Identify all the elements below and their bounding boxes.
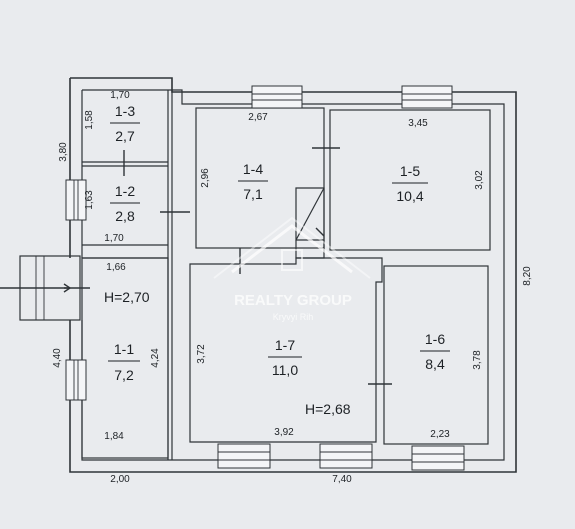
room-id-1-2: 1-2	[115, 183, 135, 199]
room-id-1-5: 1-5	[400, 163, 420, 179]
room-area-1-1: 7,2	[114, 367, 134, 383]
window-top-2	[401, 85, 453, 109]
windows	[65, 85, 465, 471]
room-label-1-6: 1-6 8,4	[420, 331, 450, 372]
room-label-1-7: 1-7 11,0	[268, 337, 302, 378]
room-label-1-1: 1-1 7,2	[108, 341, 140, 383]
room-area-1-4: 7,1	[243, 186, 263, 202]
window-left-1	[65, 179, 87, 221]
dim-3-72: 3,72	[196, 344, 207, 364]
dim-1-84: 1,84	[104, 431, 124, 442]
door-marks	[64, 147, 392, 385]
room-area-1-5: 10,4	[396, 188, 423, 204]
room-area-1-7: 11,0	[272, 362, 298, 378]
window-left-2	[65, 359, 87, 401]
ceiling-height-right: H=2,68	[305, 401, 351, 417]
room-id-1-3: 1-3	[115, 103, 135, 119]
window-bottom-3	[411, 445, 465, 471]
window-emblem-icon	[281, 249, 303, 271]
dim-1-63: 1,63	[84, 190, 95, 210]
room-label-1-4: 1-4 7,1	[238, 161, 268, 202]
dimension-labels: 1,70 2,67 3,45 1,70 1,66 1,84 3,92 2,23 …	[52, 90, 533, 485]
dim-2-67: 2,67	[248, 112, 268, 123]
interior-walls	[81, 90, 491, 460]
dim-7-40: 7,40	[332, 474, 352, 485]
watermark-city: Kryvyi Rih	[273, 312, 314, 322]
window-bottom-1	[217, 443, 271, 469]
dim-1-70-top: 1,70	[110, 90, 130, 101]
dim-1-58: 1,58	[84, 110, 95, 130]
room-label-1-3: 1-3 2,7	[110, 103, 140, 144]
room-area-1-3: 2,7	[115, 128, 135, 144]
room-area-1-2: 2,8	[115, 208, 135, 224]
window-bottom-2	[319, 443, 373, 469]
watermark-name: REALTY GROUP	[234, 292, 352, 309]
dim-2-23: 2,23	[430, 429, 450, 440]
dim-3-02: 3,02	[474, 170, 485, 190]
room-label-1-2: 1-2 2,8	[110, 183, 140, 224]
outer-walls	[69, 77, 517, 473]
dim-1-66: 1,66	[106, 262, 126, 273]
ceiling-height-left: H=2,70	[104, 289, 150, 305]
house-roof-icon	[231, 224, 353, 274]
dim-3-92: 3,92	[274, 427, 294, 438]
room-area-1-6: 8,4	[425, 356, 445, 372]
dim-2-00: 2,00	[110, 474, 130, 485]
dim-8-20: 8,20	[522, 266, 533, 286]
room-label-1-5: 1-5 10,4	[392, 163, 428, 204]
dim-3-80: 3,80	[58, 142, 69, 162]
dim-1-70-mid: 1,70	[104, 233, 124, 244]
room-id-1-1: 1-1	[114, 341, 134, 357]
window-top-1	[251, 85, 303, 109]
dim-4-40: 4,40	[52, 348, 63, 368]
dim-4-24: 4,24	[150, 348, 161, 368]
room-id-1-4: 1-4	[243, 161, 263, 177]
watermark: REALTY GROUP Kryvyi Rih	[213, 216, 371, 322]
dim-3-45: 3,45	[408, 118, 428, 129]
room-id-1-6: 1-6	[425, 331, 445, 347]
dim-2-96: 2,96	[200, 168, 211, 188]
dim-3-78: 3,78	[472, 350, 483, 370]
room-id-1-7: 1-7	[275, 337, 295, 353]
